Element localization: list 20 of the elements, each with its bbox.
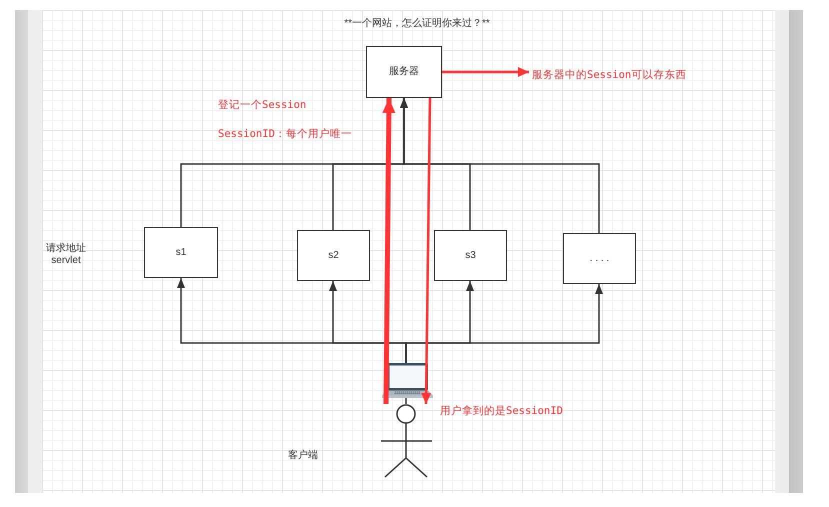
server-box: 服务器 (366, 46, 442, 98)
servlet-box: s2 (297, 230, 370, 281)
title: **一个网站，怎么证明你来过？** (344, 18, 490, 30)
annotation: SessionID：每个用户唯一 (218, 127, 352, 141)
servlet-box: s3 (434, 230, 507, 281)
arrow (400, 98, 600, 233)
arrow (405, 284, 603, 363)
laptop-icon (382, 363, 433, 398)
annotation: 服务器中的Session可以存东西 (532, 68, 686, 82)
servlet-box: . . . . (563, 233, 636, 284)
label: 请求地址 servlet (45, 243, 87, 267)
arrow (421, 98, 432, 404)
annotation: 登记一个Session (218, 98, 306, 112)
arrow (382, 98, 396, 404)
person-icon (380, 404, 433, 479)
label: 客户端 (288, 450, 318, 462)
servlet-box: s1 (144, 227, 218, 278)
connector-line (405, 398, 407, 404)
arrow (442, 67, 529, 77)
annotation: 用户拿到的是SessionID (440, 404, 563, 418)
